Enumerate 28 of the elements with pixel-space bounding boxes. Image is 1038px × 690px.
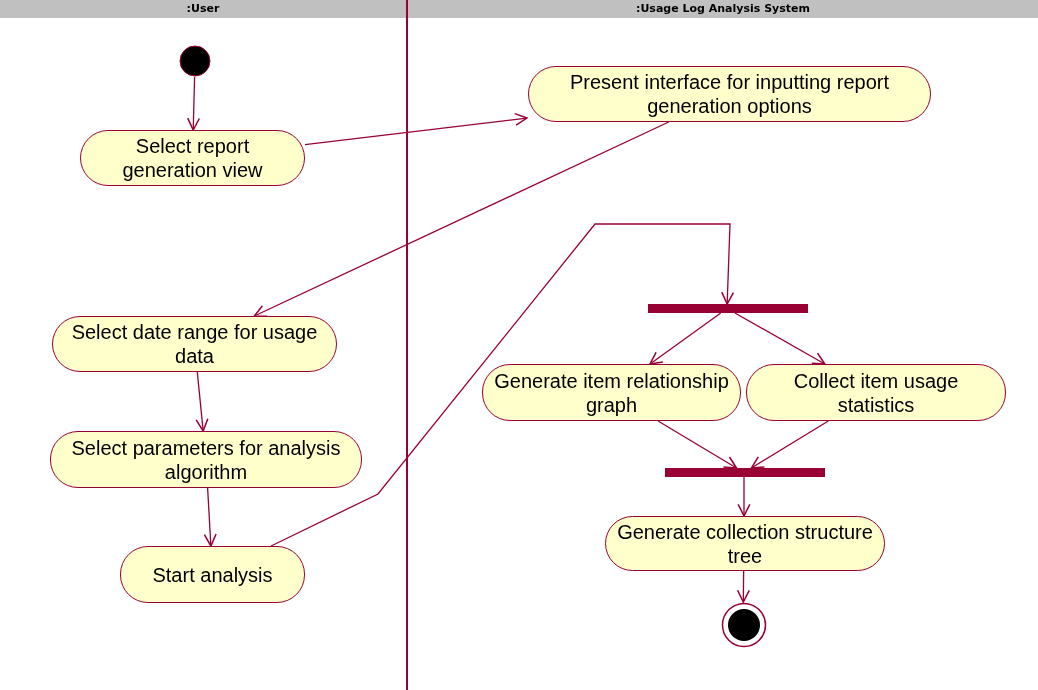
- control-flow-arrow: [649, 312, 722, 365]
- action-node: Start analysis: [120, 546, 305, 603]
- action-node: Present interface for inputting report generation options: [528, 66, 931, 122]
- control-flow-arrow: [736, 570, 750, 603]
- action-node: Select date range for usage data: [52, 316, 337, 372]
- action-node: Collect item usage statistics: [746, 364, 1006, 421]
- control-flow-arrow: [186, 76, 201, 131]
- control-flow-arrow: [734, 312, 826, 365]
- lane-header: :Usage Log Analysis System: [408, 0, 1038, 18]
- action-node: Select report generation view: [80, 130, 305, 186]
- swimlane: [407, 0, 1038, 690]
- control-flow-arrow: [195, 371, 209, 432]
- action-node: Generate item relationship graph: [482, 364, 741, 421]
- swimlane: [0, 0, 407, 690]
- control-flow-arrow: [270, 223, 735, 547]
- synchronization-bar: [648, 304, 808, 313]
- synchronization-bar: [665, 468, 825, 477]
- control-flow-arrow: [657, 420, 738, 469]
- lane-header: :User: [0, 0, 406, 18]
- control-flow-arrow: [203, 487, 217, 547]
- control-flow-arrow: [253, 121, 670, 318]
- initial-node: [179, 45, 211, 77]
- action-node: Generate collection structure tree: [605, 516, 885, 571]
- action-node: Select parameters for analysis algorithm: [50, 431, 362, 488]
- final-node: [721, 602, 767, 648]
- control-flow-arrow: [304, 112, 528, 146]
- control-flow-arrow: [750, 420, 829, 469]
- control-flow-arrow: [737, 476, 751, 517]
